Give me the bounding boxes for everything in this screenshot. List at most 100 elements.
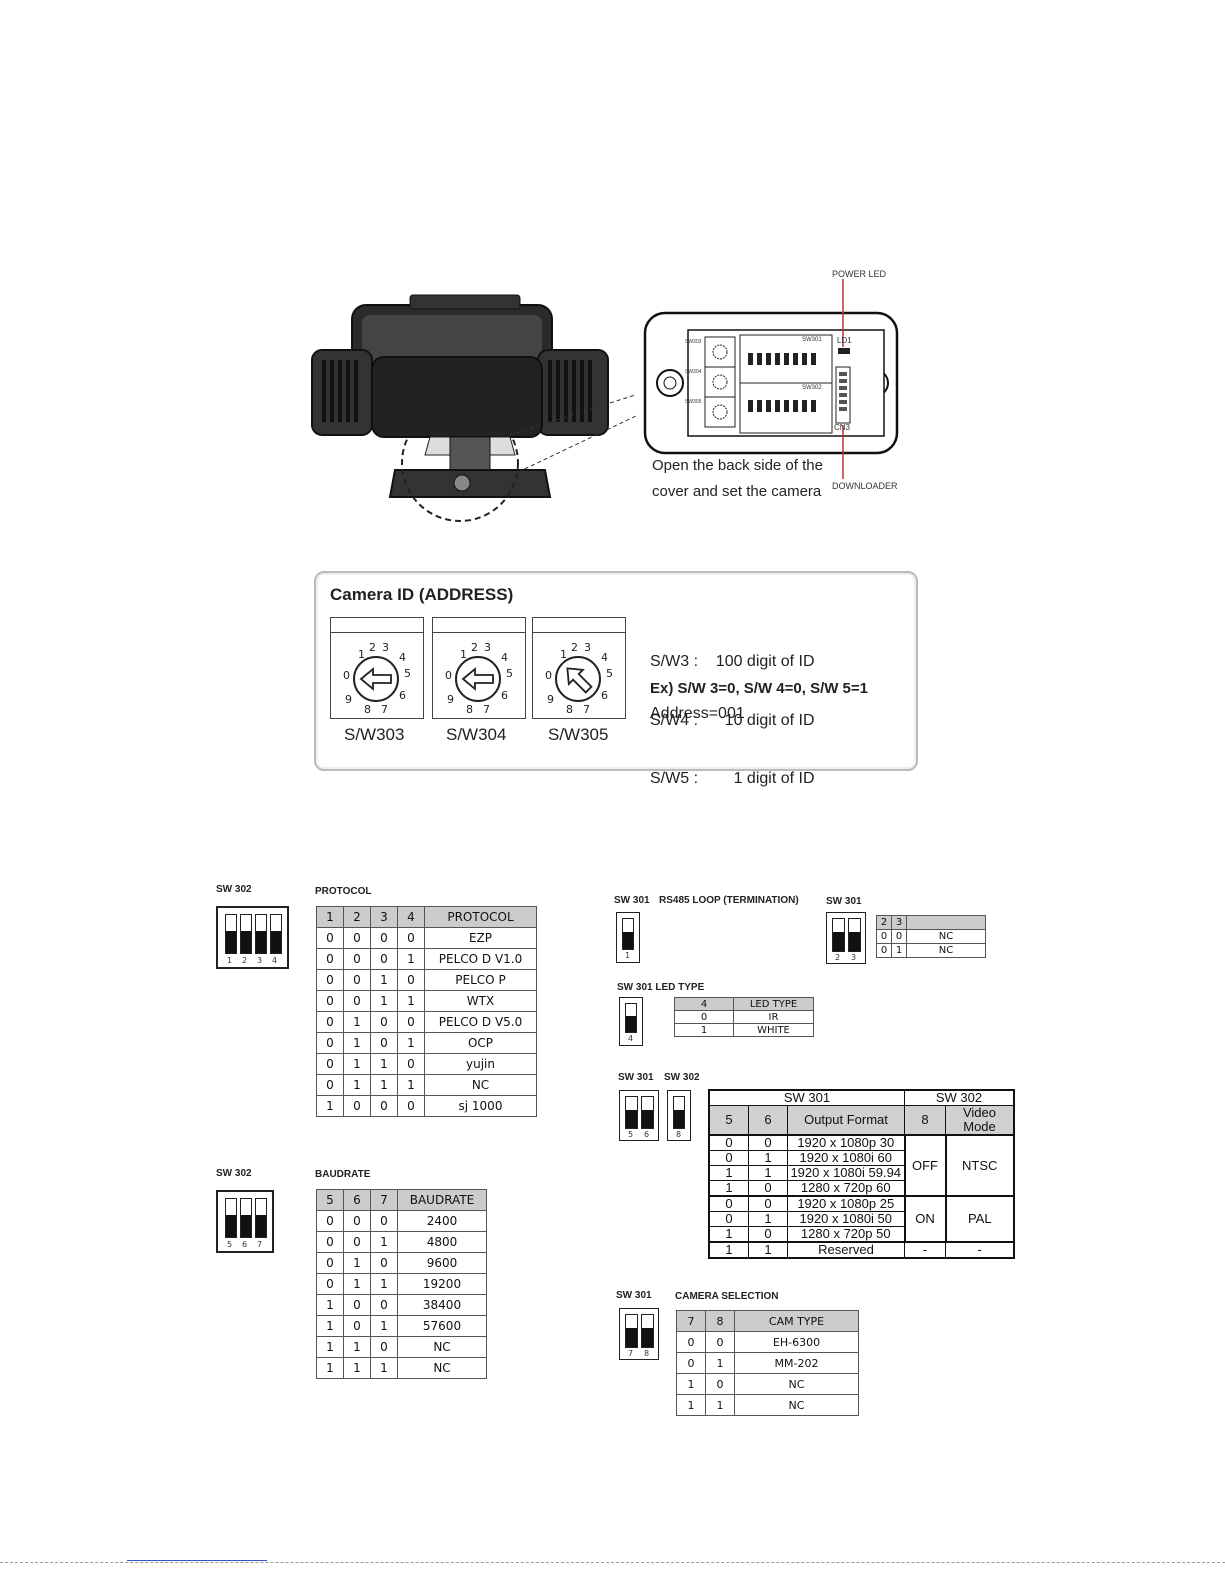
cell: PELCO P bbox=[424, 969, 537, 991]
cell: 0 bbox=[676, 1331, 706, 1353]
cell: 1 bbox=[748, 1211, 788, 1227]
cell: 1 bbox=[708, 1241, 749, 1259]
protocol-dip-switch[interactable]: 1 2 3 4 bbox=[216, 906, 289, 969]
id-address: Address=001 bbox=[650, 705, 745, 722]
dip-slider[interactable] bbox=[240, 1198, 252, 1238]
cell: 1 bbox=[676, 1373, 706, 1395]
cell: 38400 bbox=[397, 1294, 487, 1316]
rotary-switch-303[interactable]: 1 2 3 4 5 6 7 8 9 0 bbox=[330, 617, 424, 719]
cell: 1 bbox=[370, 1273, 398, 1295]
dip-slider[interactable] bbox=[255, 1198, 267, 1238]
header-cell: 8 bbox=[904, 1105, 946, 1136]
dip-slider[interactable] bbox=[225, 1198, 237, 1238]
cell: 0 bbox=[708, 1134, 749, 1151]
cell: 1 bbox=[397, 990, 425, 1012]
cell: 0 bbox=[343, 1294, 371, 1316]
cell: 0 bbox=[397, 1011, 425, 1033]
header-cell: 7 bbox=[370, 1189, 398, 1211]
video-dip-switch-a[interactable]: 5 6 bbox=[619, 1090, 659, 1141]
pin-number: 2 bbox=[242, 956, 248, 965]
pin-number: 8 bbox=[676, 1130, 682, 1139]
dip-slider[interactable] bbox=[832, 918, 845, 952]
sw301-23-dip-switch[interactable]: 2 3 bbox=[826, 912, 866, 964]
baudrate-title: BAUDRATE bbox=[315, 1169, 371, 1180]
cell: 0 bbox=[708, 1150, 749, 1166]
pin-number: 3 bbox=[851, 953, 857, 962]
svg-text:6: 6 bbox=[501, 689, 508, 702]
cell: MM-202 bbox=[734, 1352, 859, 1374]
svg-text:1: 1 bbox=[358, 648, 365, 661]
cell: 1 bbox=[370, 1357, 398, 1379]
cell: 1920 x 1080i 60 bbox=[787, 1150, 905, 1166]
pin-number: 8 bbox=[644, 1349, 650, 1358]
id-line-3: S/W5 : 1 digit of ID bbox=[650, 770, 815, 787]
cell: 1 bbox=[708, 1165, 749, 1181]
cell: 1 bbox=[343, 1357, 371, 1379]
cell: 0 bbox=[316, 1011, 344, 1033]
cell: 0 bbox=[370, 927, 398, 949]
pin-number: 7 bbox=[257, 1240, 263, 1249]
svg-text:4: 4 bbox=[399, 651, 406, 664]
rotary-dial-icon: 1 2 3 4 5 6 7 8 9 0 bbox=[445, 641, 513, 716]
cell: 1920 x 1080p 25 bbox=[787, 1195, 905, 1212]
baudrate-dip-switch[interactable]: 5 6 7 bbox=[216, 1190, 274, 1253]
cell: 1 bbox=[708, 1226, 749, 1243]
dip-slider[interactable] bbox=[240, 914, 252, 954]
caption-line-1: Open the back side of the bbox=[652, 457, 823, 474]
dip-slider[interactable] bbox=[622, 918, 634, 950]
svg-text:4: 4 bbox=[501, 651, 508, 664]
reserved-switch-cell: - bbox=[904, 1241, 946, 1259]
cell: 1 bbox=[343, 1032, 371, 1054]
cell: 0 bbox=[674, 1010, 734, 1024]
table-header-row: 5 6 7 BAUDRATE bbox=[316, 1189, 487, 1211]
video-sw-label-a: SW 301 bbox=[618, 1072, 654, 1083]
dip-slider[interactable] bbox=[641, 1096, 654, 1129]
dip-slider[interactable] bbox=[625, 1003, 637, 1033]
cell: 0 bbox=[370, 1210, 398, 1232]
table-row: 0 0 1920 x 1080p 25 ON PAL bbox=[708, 1195, 1015, 1243]
svg-text:9: 9 bbox=[447, 693, 454, 706]
dip-slider[interactable] bbox=[673, 1096, 685, 1129]
header-cell: CAM TYPE bbox=[734, 1310, 859, 1332]
table-header-row: 4 LED TYPE bbox=[674, 997, 814, 1011]
dip-slider[interactable] bbox=[625, 1314, 638, 1348]
cell: 1 bbox=[316, 1095, 344, 1117]
cell: 0 bbox=[370, 1032, 398, 1054]
pin-number: 6 bbox=[644, 1130, 650, 1139]
svg-text:3: 3 bbox=[484, 641, 491, 654]
dip-slider[interactable] bbox=[225, 914, 237, 954]
svg-text:1: 1 bbox=[460, 648, 467, 661]
sw301-23-label: SW 301 bbox=[826, 896, 862, 907]
video-dip-switch-b[interactable]: 8 bbox=[667, 1090, 691, 1141]
dip-slider[interactable] bbox=[255, 914, 267, 954]
camera-selection-dip-switch[interactable]: 7 8 bbox=[619, 1308, 659, 1360]
dip-slider[interactable] bbox=[848, 918, 861, 952]
cell: IR bbox=[733, 1010, 814, 1024]
svg-text:1: 1 bbox=[560, 648, 567, 661]
cell: 1 bbox=[748, 1165, 788, 1181]
dip-slider[interactable] bbox=[625, 1096, 638, 1129]
cell: 0 bbox=[316, 948, 344, 970]
dip-slider[interactable] bbox=[641, 1314, 654, 1348]
rotary-switch-304[interactable]: 1 2 3 4 5 6 7 8 9 0 bbox=[432, 617, 526, 719]
cell: 1 bbox=[370, 1053, 398, 1075]
led-type-dip-switch[interactable]: 4 bbox=[619, 997, 643, 1046]
svg-text:7: 7 bbox=[583, 703, 590, 716]
cell: 0 bbox=[370, 1336, 398, 1358]
dip-slider[interactable] bbox=[270, 914, 282, 954]
cell: 0 bbox=[891, 929, 907, 944]
pin-number: 1 bbox=[227, 956, 233, 965]
rotary-switch-305[interactable]: 1 2 3 4 5 6 7 8 9 0 bbox=[532, 617, 626, 719]
rs485-dip-switch[interactable]: 1 bbox=[616, 912, 640, 963]
cell: 19200 bbox=[397, 1273, 487, 1295]
